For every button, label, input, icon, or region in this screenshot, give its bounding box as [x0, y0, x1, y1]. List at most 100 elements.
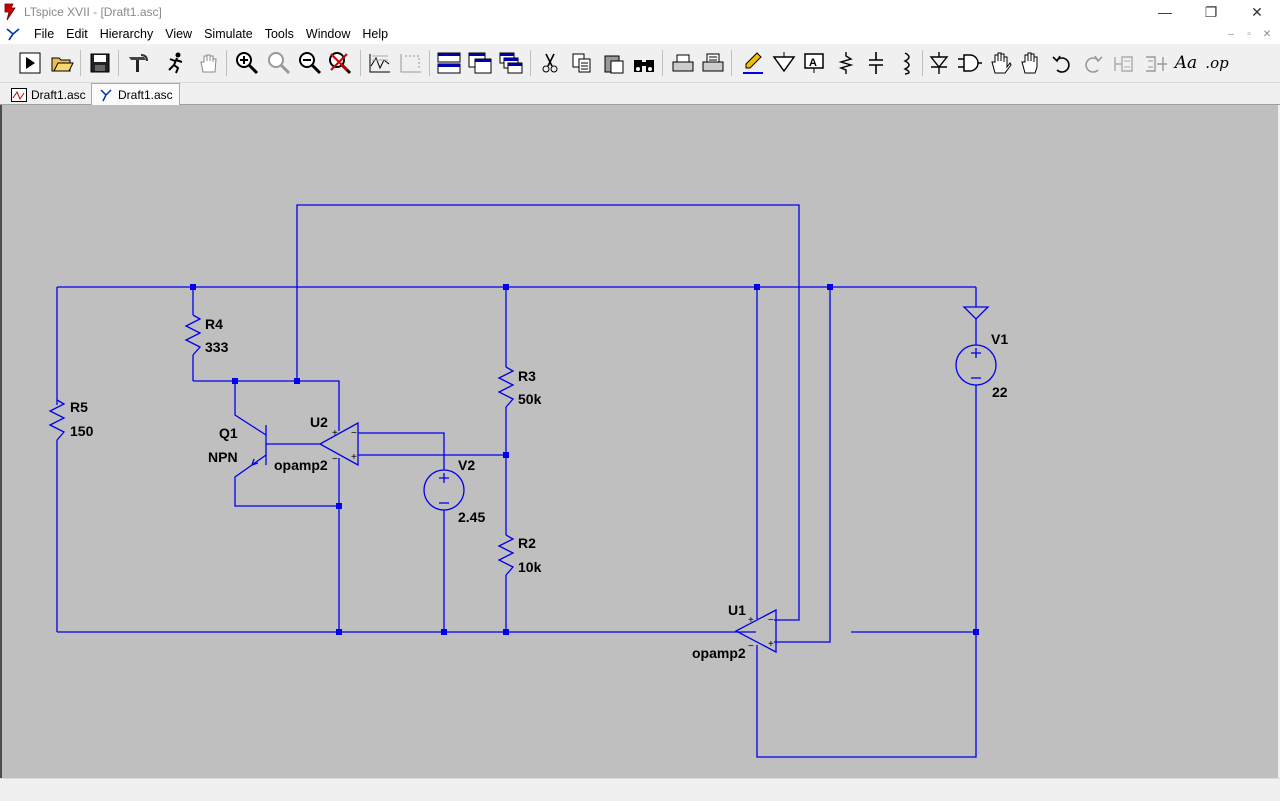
menu-hierarchy[interactable]: Hierarchy [99, 27, 154, 41]
redo-icon[interactable] [1079, 49, 1107, 77]
zoom-full-icon[interactable] [265, 49, 293, 77]
spice-directive-icon[interactable]: .op [1205, 54, 1229, 72]
svg-text:+: + [768, 639, 774, 650]
status-bar [0, 778, 1280, 801]
v2-value: 2.45 [458, 509, 485, 525]
waveform-icon[interactable] [366, 49, 394, 77]
restore-button[interactable]: ❐ [1188, 0, 1234, 24]
schematic-canvas[interactable]: R4 333 R5 150 R3 50k R2 10k Q1 NPN [2, 105, 1278, 778]
print-icon[interactable] [699, 49, 727, 77]
text-icon[interactable]: Aa [1174, 53, 1198, 73]
menu-window[interactable]: Window [305, 27, 351, 41]
junction-dots [190, 284, 979, 635]
zoom-in-icon[interactable] [233, 49, 261, 77]
tile-vertical-icon[interactable] [466, 49, 494, 77]
menu-edit[interactable]: Edit [66, 27, 88, 41]
print-setup-icon[interactable] [669, 49, 697, 77]
mdi-minimize-button[interactable]: – [1228, 28, 1234, 40]
v1-name: V1 [991, 331, 1008, 347]
document-tab-bar: Draft1.asc Draft1.asc [0, 83, 1280, 105]
menu-view[interactable]: View [165, 27, 193, 41]
tab-waveform-draft1[interactable]: Draft1.asc [4, 84, 93, 106]
opamp-u1[interactable]: + − − + U1 opamp2 [692, 602, 777, 661]
resistor-r3[interactable]: R3 50k [497, 366, 542, 408]
rotate-icon[interactable] [1111, 49, 1139, 77]
u1-name: U1 [728, 602, 746, 618]
waveform-tab-icon [11, 87, 27, 103]
svg-text:−: − [332, 454, 338, 465]
cut-icon[interactable] [536, 49, 564, 77]
tab-label: Draft1.asc [31, 88, 86, 102]
r5-value: 150 [70, 423, 94, 439]
r3-name: R3 [518, 368, 536, 384]
minimize-icon: — [1158, 4, 1172, 20]
resistor-r4[interactable]: R4 333 [184, 314, 229, 356]
component-icon[interactable] [955, 49, 983, 77]
minimize-button[interactable]: — [1142, 0, 1188, 24]
svg-text:−: − [768, 615, 774, 626]
zoom-cancel-icon[interactable] [326, 49, 354, 77]
menu-file[interactable]: File [34, 27, 55, 41]
r3-value: 50k [518, 391, 542, 407]
menu-help[interactable]: Help [362, 27, 389, 41]
ltspice-app-icon[interactable] [2, 3, 20, 21]
svg-text:+: + [332, 428, 338, 439]
r2-value: 10k [518, 559, 542, 575]
mdi-restore-button[interactable]: ▫ [1247, 28, 1251, 40]
voltage-source-v2[interactable]: V2 2.45 [423, 457, 485, 525]
r4-name: R4 [205, 316, 223, 332]
copy-icon[interactable] [568, 49, 596, 77]
tile-horizontal-icon[interactable] [435, 49, 463, 77]
u2-name: U2 [310, 414, 328, 430]
window-border [0, 105, 2, 778]
ground-icon[interactable] [770, 49, 798, 77]
paste-icon[interactable] [600, 49, 628, 77]
close-button[interactable]: ✕ [1234, 0, 1280, 24]
toolbar: A Aa .op [0, 44, 1280, 83]
inductor-icon[interactable] [893, 49, 921, 77]
transistor-q1[interactable]: Q1 NPN [208, 425, 267, 467]
menu-tools[interactable]: Tools [264, 27, 294, 41]
q1-name: Q1 [219, 425, 238, 441]
find-icon[interactable] [630, 49, 658, 77]
v1-value: 22 [992, 384, 1008, 400]
resistor-icon[interactable] [832, 49, 860, 77]
document-system-menu-icon[interactable] [4, 25, 22, 43]
tab-label: Draft1.asc [118, 87, 173, 102]
mdi-close-button[interactable]: ✕ [1262, 28, 1272, 40]
menu-bar: File Edit Hierarchy View Simulate Tools … [0, 24, 1280, 44]
draw-wire-icon[interactable] [739, 49, 767, 77]
schematic-drawing: R4 333 R5 150 R3 50k R2 10k Q1 NPN [48, 204, 1008, 758]
open-icon[interactable] [48, 49, 76, 77]
save-icon[interactable] [86, 49, 114, 77]
capacitor-icon[interactable] [862, 49, 890, 77]
label-net-icon[interactable]: A [800, 49, 828, 77]
restore-icon: ❐ [1204, 3, 1218, 20]
resistor-r2[interactable]: R2 10k [497, 534, 542, 576]
mirror-icon[interactable] [1142, 49, 1170, 77]
drag-icon[interactable] [1017, 49, 1045, 77]
run-icon[interactable] [16, 49, 44, 77]
opamp-u2[interactable]: + − − + U2 opamp2 [274, 414, 359, 473]
resistor-r5[interactable]: R5 150 [48, 399, 94, 441]
menu-simulate[interactable]: Simulate [204, 27, 253, 41]
v2-name: V2 [458, 457, 475, 473]
schematic-tab-icon [98, 87, 114, 103]
autorange-icon[interactable] [397, 49, 425, 77]
control-panel-icon[interactable] [124, 49, 152, 77]
zoom-out-icon[interactable] [296, 49, 324, 77]
diode-icon[interactable] [925, 49, 953, 77]
title-bar: LTspice XVII - [Draft1.asc] — ❐ ✕ [0, 0, 1280, 24]
wires [56, 204, 977, 758]
r4-value: 333 [205, 339, 229, 355]
tab-schematic-draft1[interactable]: Draft1.asc [91, 83, 180, 105]
q1-value: NPN [208, 449, 238, 465]
undo-icon[interactable] [1048, 49, 1076, 77]
halt-icon[interactable] [162, 49, 190, 77]
window-title: LTspice XVII - [Draft1.asc] [24, 5, 162, 19]
move-icon[interactable] [987, 49, 1015, 77]
voltage-source-v1[interactable]: V1 22 [955, 306, 1008, 400]
cascade-icon[interactable] [497, 49, 525, 77]
r5-name: R5 [70, 399, 88, 415]
pan-icon[interactable] [194, 49, 222, 77]
